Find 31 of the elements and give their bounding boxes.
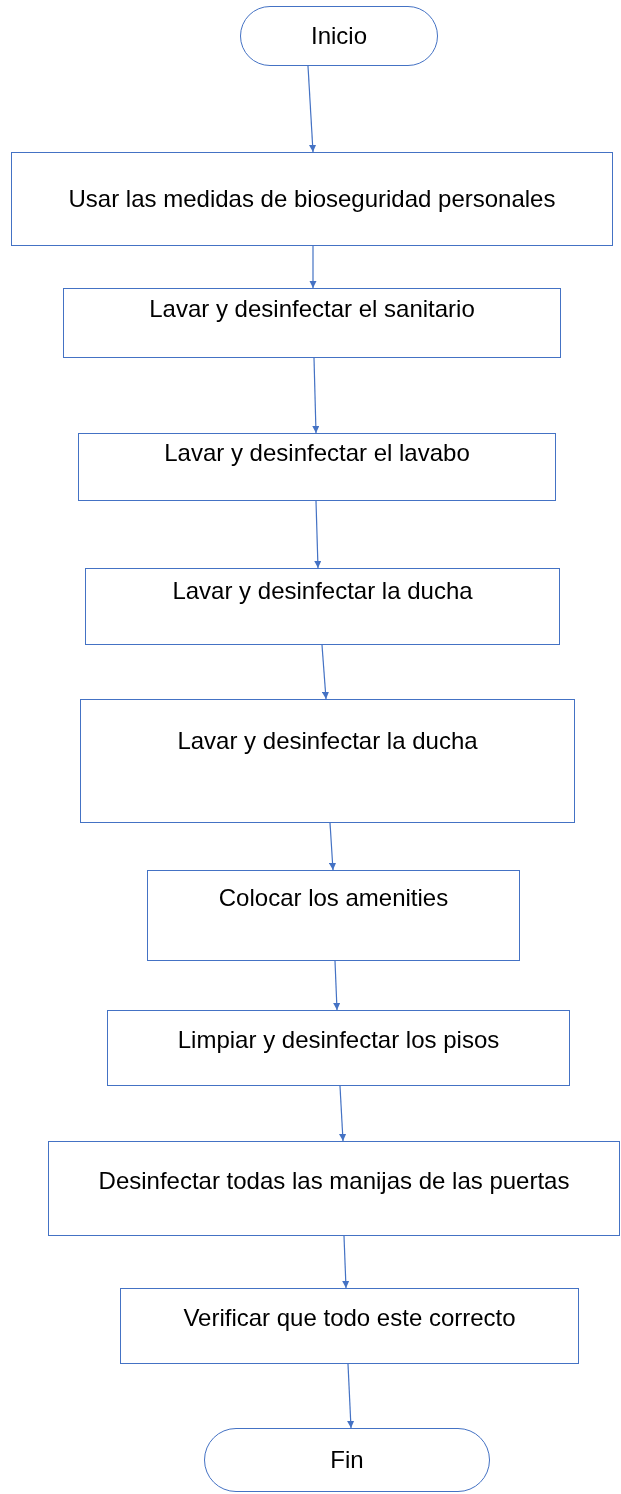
step-text: Colocar los amenities (218, 882, 449, 913)
terminal-shape (240, 6, 438, 66)
step-text: Inicio (311, 21, 367, 51)
arrow (347, 1363, 355, 1429)
step-text: Lavar y desinfectar la ducha (177, 726, 478, 756)
process-box (63, 288, 561, 358)
arrow (339, 1085, 347, 1142)
process-box (85, 568, 560, 645)
step-text: Usar las medidas de bioseguridad personales (68, 184, 556, 214)
step-text: Fin (330, 1445, 364, 1475)
process-box (120, 1288, 579, 1364)
arrow (328, 822, 337, 871)
step-text: Desinfectar todas las manijas de las puertas (98, 1165, 570, 1196)
arrow (314, 500, 322, 569)
process-box (80, 699, 575, 823)
arrow (307, 65, 317, 153)
step-text: Limpiar y desinfectar los pisos (177, 1025, 500, 1055)
process-box (147, 870, 520, 961)
arrow (342, 1235, 350, 1289)
process-box (78, 433, 556, 501)
process-box (48, 1141, 620, 1236)
arrow (333, 960, 341, 1011)
step-text: Lavar y desinfectar la ducha (172, 575, 473, 606)
arrow (312, 357, 320, 434)
step-text: Lavar y desinfectar el lavabo (164, 438, 470, 468)
process-box (107, 1010, 570, 1086)
process-box (11, 152, 613, 246)
arrow (321, 644, 330, 700)
arrow (309, 245, 317, 289)
step-text: Verificar que todo este correcto (183, 1303, 516, 1333)
step-text: Lavar y desinfectar el sanitario (149, 294, 475, 324)
